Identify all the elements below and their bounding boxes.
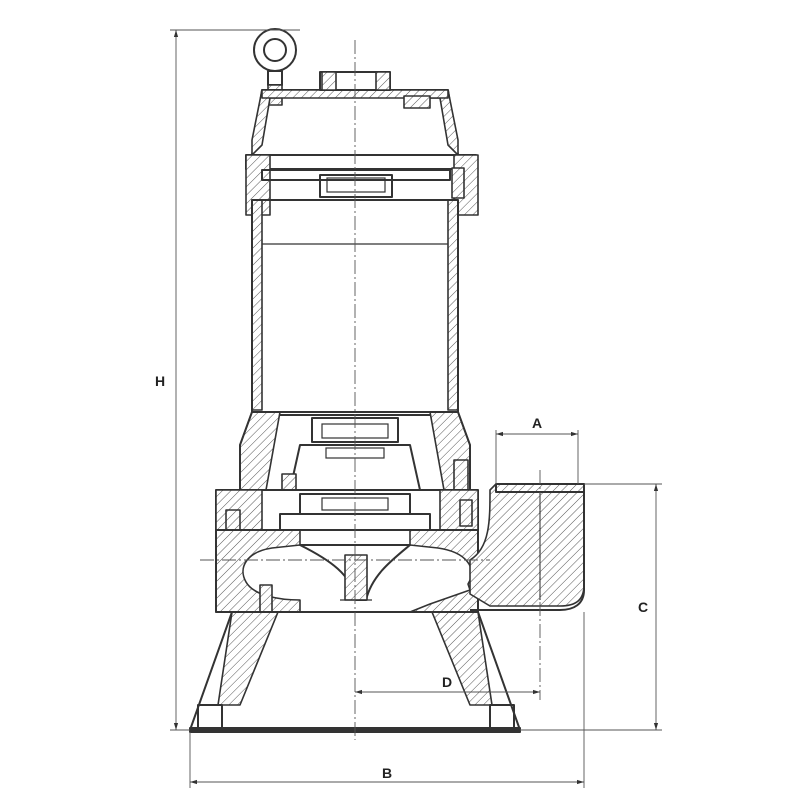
discharge-pipe	[469, 483, 585, 611]
dimension-label-h: H	[155, 373, 165, 389]
volute-casing	[215, 529, 479, 616]
dimension-label-d: D	[442, 674, 452, 690]
centerlines	[200, 40, 541, 740]
dimension-h: H	[155, 29, 300, 731]
dimension-label-b: B	[382, 765, 392, 781]
dimension-d: D	[355, 674, 540, 695]
motor-flange	[245, 154, 479, 216]
dimension-label-a: A	[532, 415, 542, 431]
bearing-housing	[239, 411, 471, 491]
dimension-c: C	[520, 483, 662, 731]
base-stand	[189, 611, 521, 733]
dimension-label-c: C	[638, 599, 648, 615]
dimension-a: A	[495, 415, 579, 484]
motor-housing	[251, 199, 459, 416]
dimension-b: B	[189, 612, 585, 788]
